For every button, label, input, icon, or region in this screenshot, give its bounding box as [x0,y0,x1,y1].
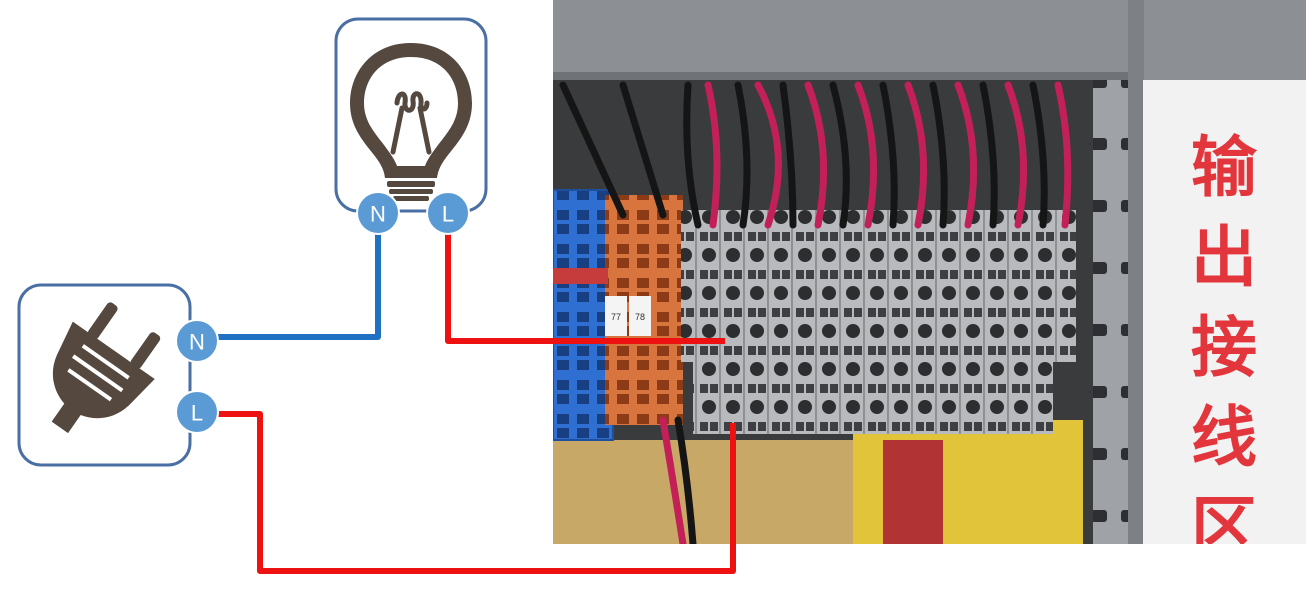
terminal-tag-77: 77 [611,312,621,322]
panel-label-char-2: 出 [1191,219,1257,296]
lamp-terminal-l-label: L [442,202,454,227]
lamp-terminal-l [426,191,470,235]
panel-label-char-3: 接 [1191,309,1257,386]
plug-terminal-n-label: N [189,330,205,355]
terminal-block-photo: 77 78 输 [553,0,1306,544]
lamp-terminal-n [356,191,400,235]
plug-terminal-n [175,319,219,363]
plug-terminal-l-label: L [191,401,203,426]
panel-label-char-4: 线 [1191,399,1257,476]
terminal-block-illustration: 77 78 输 [553,0,1306,544]
plug-icon [51,302,161,434]
live-wire-lamp [445,233,725,344]
neutral-wire [218,233,381,340]
plug-device: N L [17,283,219,467]
panel-label-char-1: 输 [1191,129,1258,206]
plug-terminal-l [175,390,219,434]
lightbulb-icon [350,43,472,201]
live-wire-plug [218,411,736,574]
lamp-device: N L [334,17,488,235]
terminal-tag-78: 78 [635,312,645,322]
panel-label-char-5: 区 [1191,489,1257,544]
lamp-terminal-n-label: N [370,202,386,227]
